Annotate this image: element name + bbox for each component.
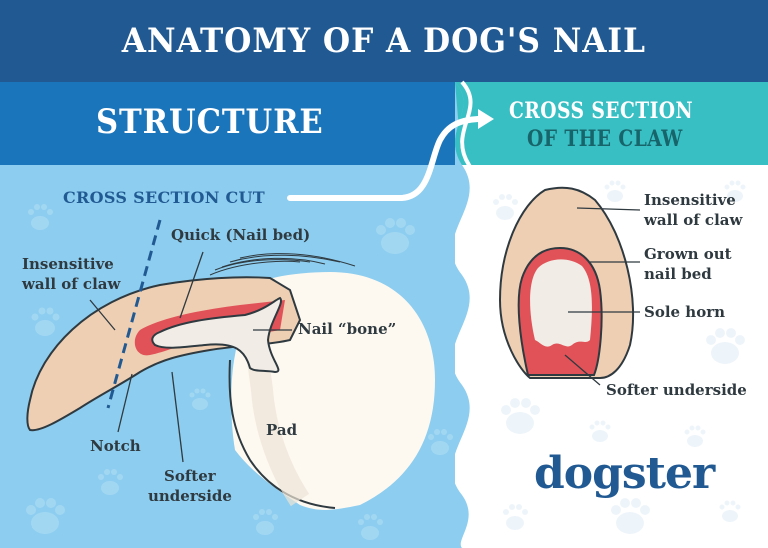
pad-label: Pad xyxy=(266,421,298,439)
cross-section-header: CROSS SECTION OF THE CLAW xyxy=(455,82,768,165)
softer-label-line1: Softer xyxy=(164,467,216,485)
cross-section-heading-line2: OF THE CLAW xyxy=(527,126,683,152)
nail-bone-label: Nail “bone” xyxy=(298,320,397,338)
wavy-divider xyxy=(452,82,470,548)
wall-label-line2: wall of claw xyxy=(22,275,121,293)
dogster-logo: dogster xyxy=(534,448,715,499)
structure-heading: STRUCTURE xyxy=(96,102,324,142)
wall-label-line1: Insensitive xyxy=(22,255,114,273)
fur-strokes xyxy=(209,253,356,276)
paw-prints-right xyxy=(493,180,746,534)
cs-sole-horn xyxy=(530,259,592,347)
cs-bed-label-line1: Grown out xyxy=(644,245,732,263)
leader-lines-right xyxy=(564,207,641,386)
cs-wall-label-line1: Insensitive xyxy=(644,191,736,209)
cut-line xyxy=(106,219,162,409)
softer-label-line2: underside xyxy=(148,487,232,505)
cs-sole-label: Sole horn xyxy=(644,303,726,321)
arrow-to-cross-section xyxy=(287,116,481,201)
structure-header: STRUCTURE xyxy=(0,82,470,165)
leader-lines-left xyxy=(89,251,292,463)
paw-prints xyxy=(26,204,453,540)
cs-softer-label: Softer underside xyxy=(606,381,747,399)
cross-section-heading-line1: CROSS SECTION xyxy=(509,98,694,124)
cs-bed-label-line2: nail bed xyxy=(644,265,712,283)
notch-label: Notch xyxy=(90,437,141,455)
nail-bone xyxy=(151,296,282,374)
page-title: ANATOMY OF A DOG'S NAIL xyxy=(121,21,647,61)
quick-label: Quick (Nail bed) xyxy=(171,226,311,244)
arrow-head-icon xyxy=(478,109,494,129)
cross-section-cut-label: CROSS SECTION CUT xyxy=(63,188,265,207)
cs-wall-label-line2: wall of claw xyxy=(644,211,743,229)
title-banner: ANATOMY OF A DOG'S NAIL xyxy=(0,0,768,82)
